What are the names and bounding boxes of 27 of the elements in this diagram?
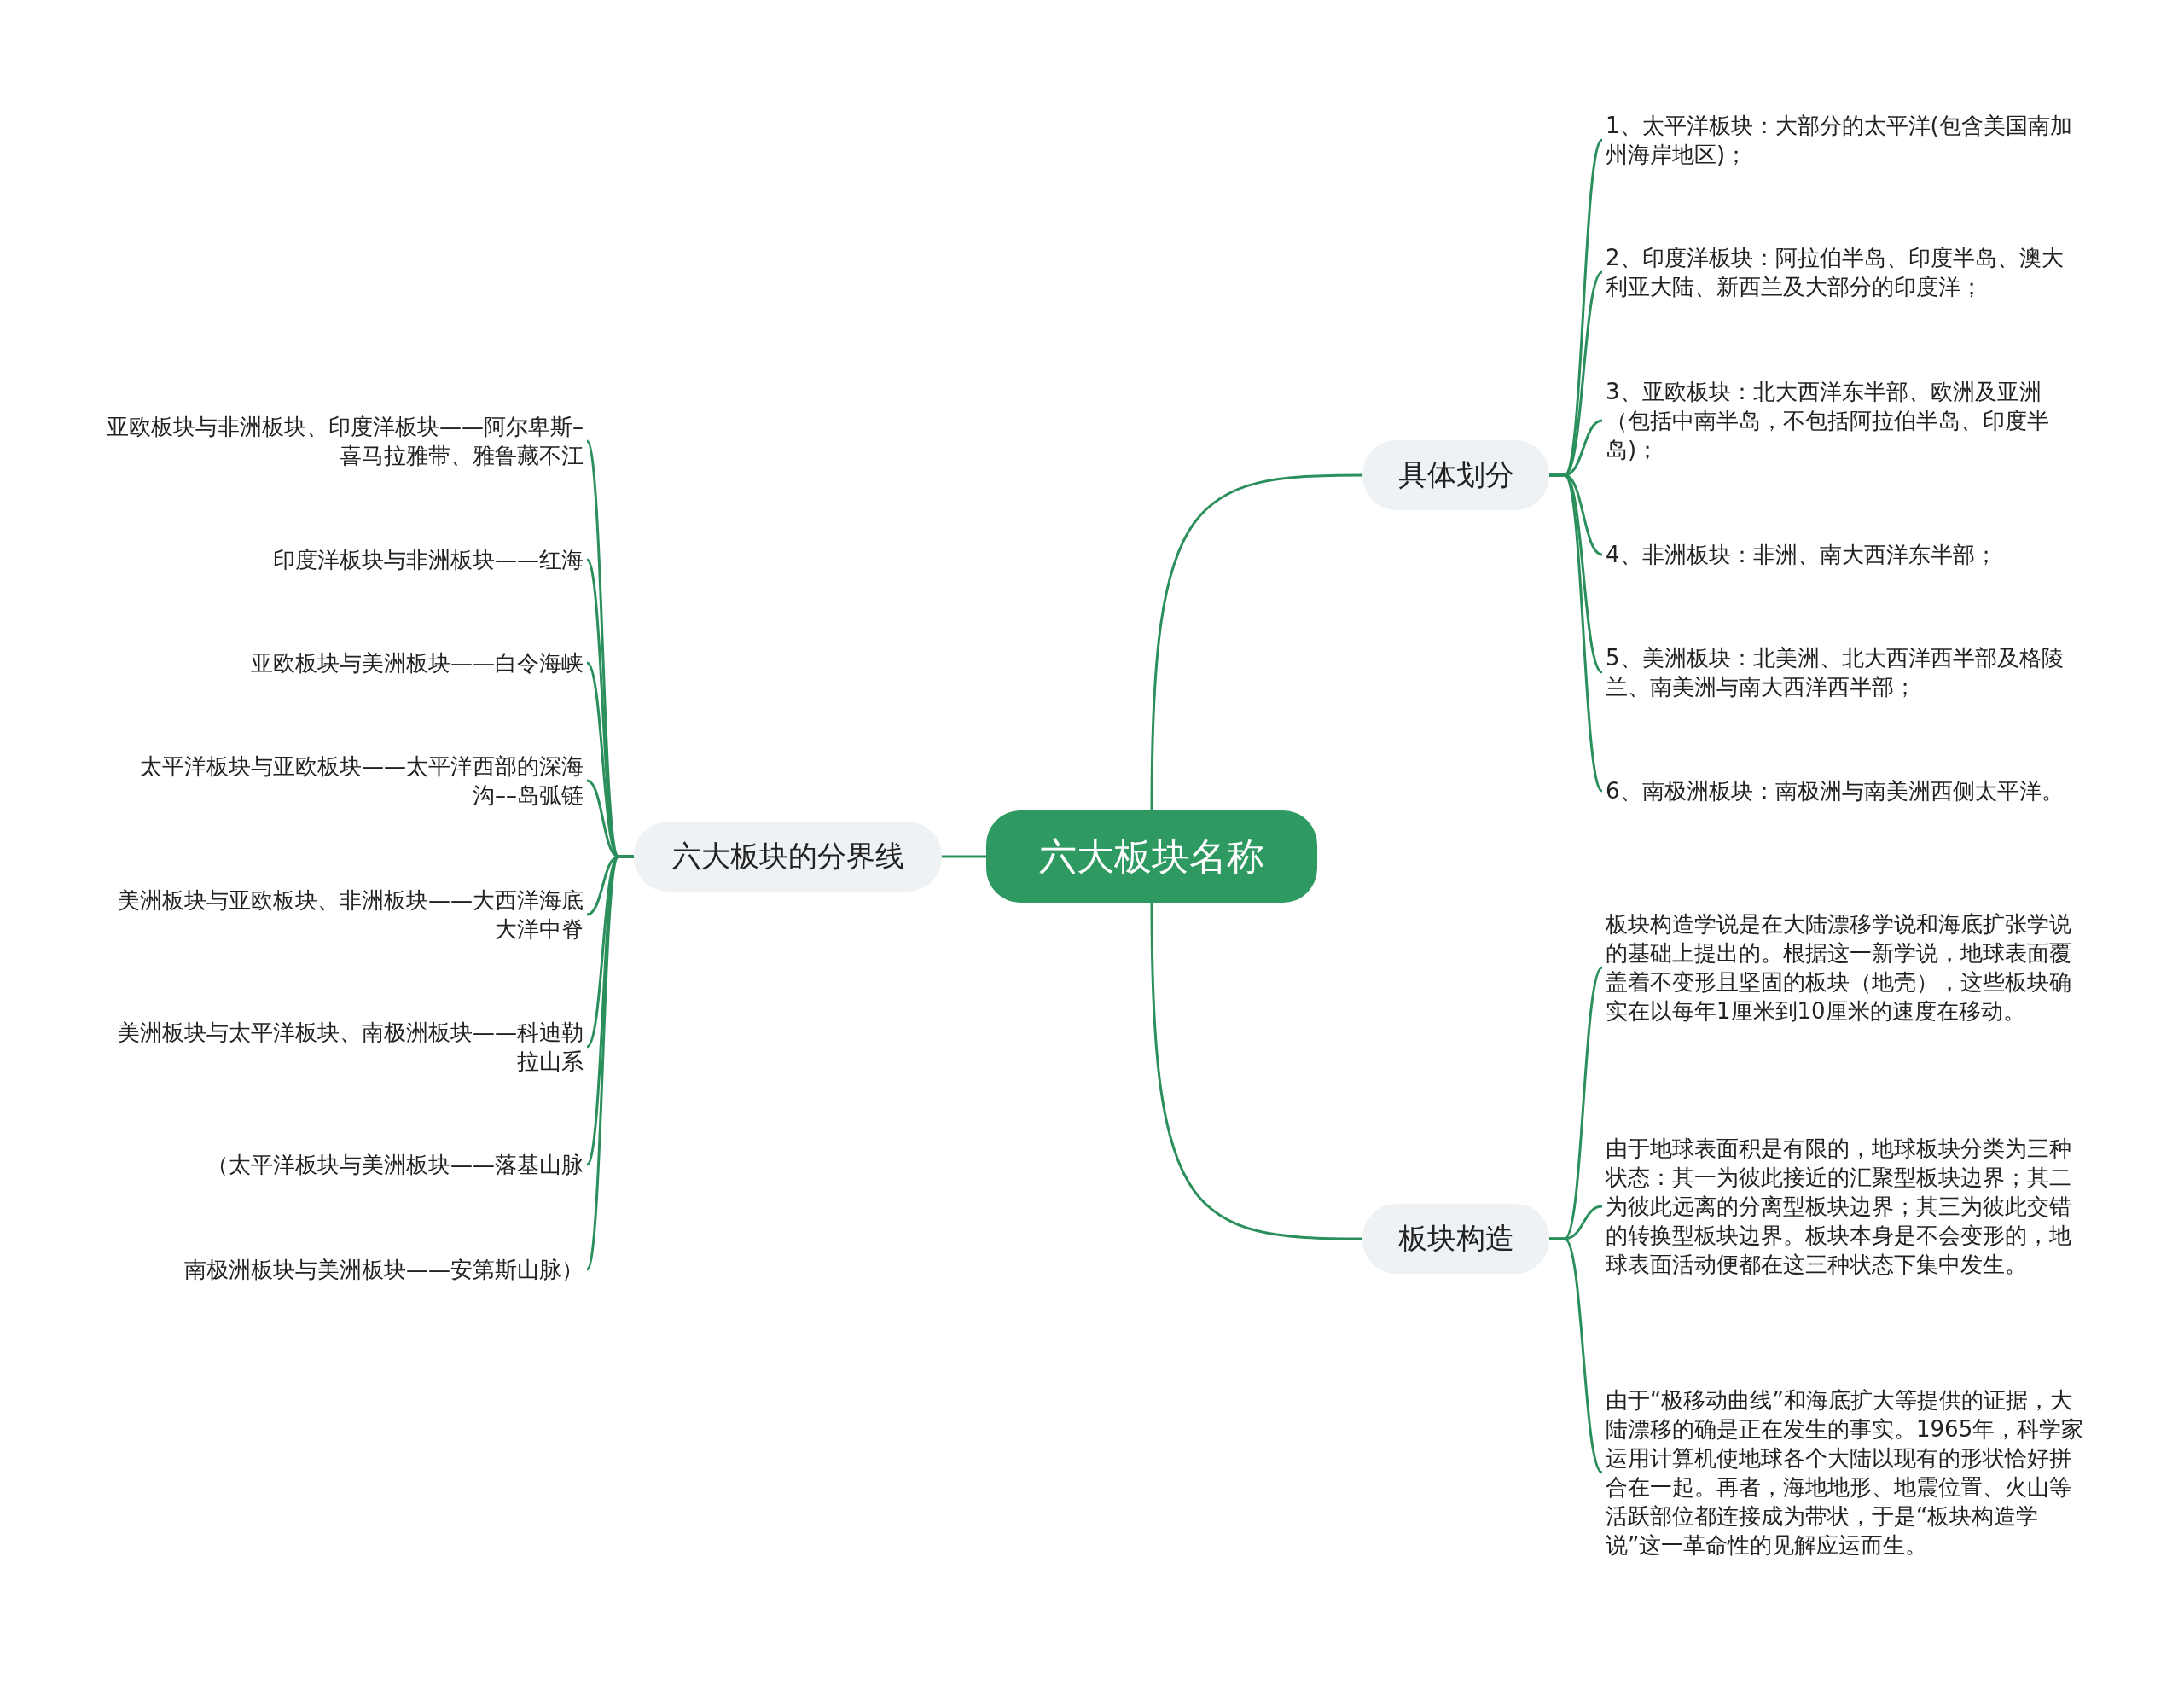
root-topic-pill: 六大板块名称 bbox=[986, 810, 1317, 903]
connector-line bbox=[1150, 473, 1363, 810]
connector-line bbox=[1150, 903, 1363, 1240]
leaf-topic-text: 南极洲板块与美洲板块——安第斯山脉） bbox=[101, 1255, 587, 1284]
leaf-topic-text: 5、美洲板块：北美洲、北大西洋西半部及格陵兰、南美洲与南大西洋西半部； bbox=[1602, 643, 2088, 701]
leaf-topic-text: 亚欧板块与美洲板块——白令海峡 bbox=[101, 648, 587, 677]
branch-topic-pill: 六大板块的分界线 bbox=[634, 822, 942, 892]
leaf-topic-text: 3、亚欧板块：北大西洋东半部、欧洲及亚洲（包括中南半岛，不包括阿拉伯半岛、印度半岛)； bbox=[1602, 377, 2088, 464]
connector-line bbox=[942, 855, 986, 858]
connector-line bbox=[585, 855, 634, 1270]
leaf-topic-text: 6、南极洲板块：南极洲与南美洲西侧太平洋。 bbox=[1602, 776, 2088, 805]
branch-topic-pill: 具体划分 bbox=[1362, 440, 1549, 510]
leaf-topic-text: 美洲板块与太平洋板块、南极洲板块——科迪勒拉山系 bbox=[101, 1018, 587, 1076]
branch-topic-pill: 板块构造 bbox=[1362, 1204, 1549, 1274]
leaf-topic-text: 太平洋板块与亚欧板块——太平洋西部的深海沟––岛弧链 bbox=[101, 752, 587, 810]
leaf-topic-text: 4、非洲板块：非洲、南大西洋东半部； bbox=[1602, 540, 2088, 569]
leaf-topic-text: 印度洋板块与非洲板块——红海 bbox=[101, 545, 587, 574]
leaf-topic-text: 亚欧板块与非洲板块、印度洋板块——阿尔卑斯–喜马拉雅带、雅鲁藏不江 bbox=[101, 412, 587, 470]
connector-line bbox=[1549, 1237, 1604, 1474]
leaf-topic-text: 板块构造学说是在大陆漂移学说和海底扩张学说的基础上提出的。根据这一新学说，地球表面覆盖着不变形且坚固的板块（地壳），这些板块确实在以每年1厘米到10厘米的速度在移动。 bbox=[1602, 909, 2088, 1025]
leaf-topic-text: 2、印度洋板块：阿拉伯半岛、印度半岛、澳大利亚大陆、新西兰及大部分的印度洋； bbox=[1602, 243, 2088, 301]
leaf-topic-text: （太平洋板块与美洲板块——落基山脉 bbox=[101, 1150, 587, 1179]
leaf-topic-text: 美洲板块与亚欧板块、非洲板块——大西洋海底大洋中脊 bbox=[101, 886, 587, 944]
connector-line bbox=[1549, 473, 1604, 792]
leaf-topic-text: 由于“极移动曲线”和海底扩大等提供的证据，大陆漂移的确是正在发生的事实。1965年，科学家运用计算机使地球各个大陆以现有的形状恰好拼合在一起。再者，海地地形、地震位置、火山等活跃部位都连接成为带状，于是“板块构造学说”这一革命性的见解应运而生。 bbox=[1602, 1386, 2088, 1560]
leaf-topic-text: 1、太平洋板块：大部分的太平洋(包含美国南加州海岸地区)； bbox=[1602, 111, 2088, 169]
leaf-topic-text: 由于地球表面积是有限的，地球板块分类为三种状态：其一为彼此接近的汇聚型板块边界；其二为彼此远离的分离型板块边界；其三为彼此交错的转换型板块边界。板块本身是不会变形的，地球表面活动便都在这三种状态下集中发生。 bbox=[1602, 1134, 2088, 1279]
